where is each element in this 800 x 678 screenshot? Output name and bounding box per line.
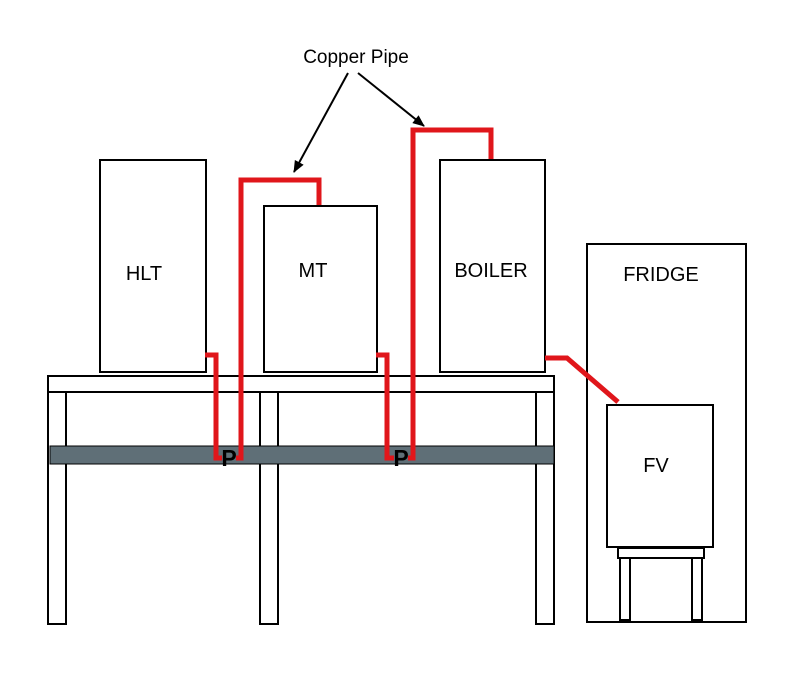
bench <box>47 375 555 625</box>
bench-leg-middle <box>259 391 279 625</box>
pump-2-label: P <box>393 445 408 471</box>
mt-label: MT <box>299 260 328 282</box>
pipe-boiler-to-fv <box>545 355 620 404</box>
copper-pipe-annotation: Copper Pipe <box>303 47 409 68</box>
fv-stand <box>617 547 705 621</box>
fv-label: FV <box>643 455 669 477</box>
hlt-label: HLT <box>126 263 162 285</box>
bench-leg-right <box>535 391 555 625</box>
pump-1-label: P <box>221 445 236 471</box>
copper-pipes <box>205 127 620 461</box>
fridge-label: FRIDGE <box>623 264 699 286</box>
fv-vessel <box>606 404 714 548</box>
pipe-pump-2-to-boiler <box>408 127 494 461</box>
pipe-pump-1-to-mt <box>236 177 322 461</box>
pipe-mt-to-pump-2 <box>376 352 394 461</box>
bench-top <box>47 375 555 393</box>
annotation-arrow-to-mt-pipe <box>293 72 349 173</box>
bench-lower-shelf <box>49 445 555 465</box>
boiler-vessel <box>439 159 546 373</box>
annotation-arrow-to-boiler-pipe <box>357 72 425 127</box>
boiler-label: BOILER <box>454 260 527 282</box>
bench-leg-left <box>47 391 67 625</box>
pipe-hlt-to-pump-1 <box>205 352 222 461</box>
mt-vessel <box>263 205 378 373</box>
hlt-vessel <box>99 159 207 373</box>
